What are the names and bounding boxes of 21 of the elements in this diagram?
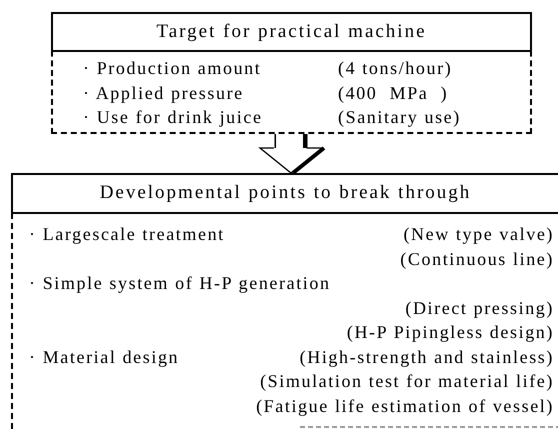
bullet-item: · Applied pressure	[83, 82, 244, 104]
detail-note: (Fatigue life estimation of vessel)	[256, 394, 554, 416]
detail-note: (Simulation test for material life)	[260, 370, 554, 392]
box-heading: Developmental points to break through	[100, 181, 472, 206]
bullet-item: · Simple system of H-P generation	[29, 272, 331, 294]
dashed-frame-box	[51, 12, 532, 134]
bullet-item: · Largescale treatment	[29, 223, 225, 245]
detail-note: (High-strength and stainless)	[300, 346, 554, 368]
block-arrow	[258, 134, 326, 175]
bullet-item: (400 MPa )	[338, 82, 448, 104]
bullet-item: (4 tons/hour)	[338, 57, 452, 79]
detail-note: (H-P Pipingless design)	[346, 321, 554, 343]
bullet-item: · Material design	[29, 346, 180, 368]
detail-note: (Direct pressing)	[405, 296, 554, 318]
bullet-item: · Production amount	[83, 57, 262, 79]
dashed-frame-box	[11, 173, 558, 429]
detail-note: (New type valve)	[403, 223, 554, 245]
box-heading: Target for practical machine	[156, 20, 427, 44]
detail-note: (Continuous line)	[400, 248, 554, 270]
bullet-item: (Sanitary use)	[338, 106, 461, 128]
bullet-item: · Use for drink juice	[83, 106, 263, 128]
